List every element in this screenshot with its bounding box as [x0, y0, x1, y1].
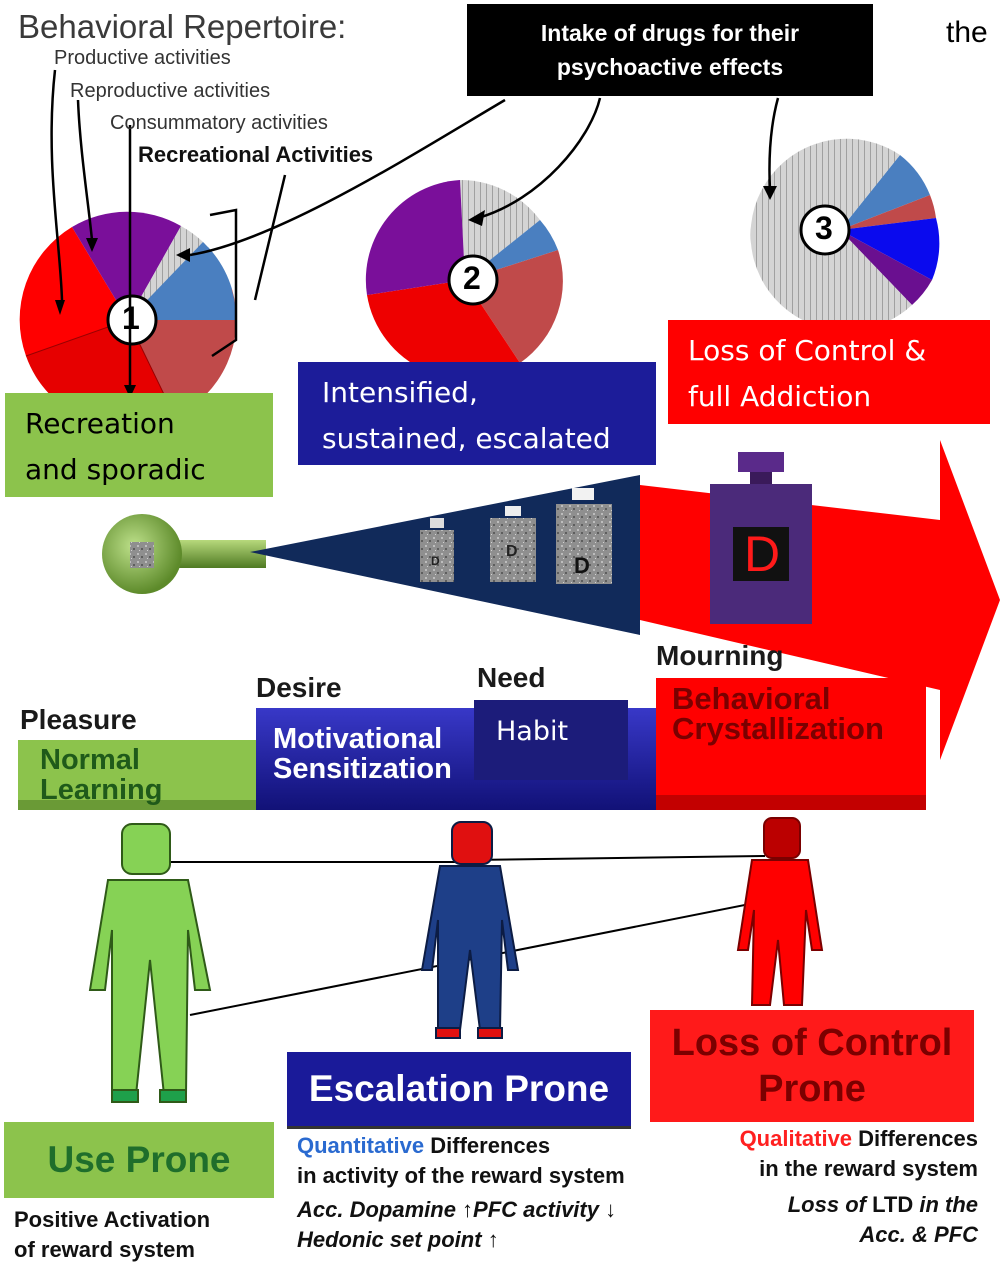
bottle-small-1-letter: D	[431, 554, 440, 568]
stage-mourning: Mourning	[656, 640, 784, 671]
normal-learning-line1: Normal	[40, 744, 140, 776]
normal-learning-line2: Learning	[40, 774, 163, 806]
drug-intake-line2: psychoactive effects	[556, 54, 784, 80]
label-productive: Productive activities	[54, 47, 231, 69]
loss-desc-rest: Differences	[852, 1126, 978, 1151]
motivational-sensitization-line1: Motivational	[273, 723, 443, 755]
arrow-up-icon: ↑	[487, 1227, 499, 1252]
quantitative-word: Quantitative	[297, 1133, 425, 1158]
normal-learning-label: Normal Learning	[40, 745, 162, 805]
loss-desc-loss-of: Loss of	[787, 1192, 873, 1217]
corner-text: the	[946, 16, 988, 49]
bottle-small-3-letter: D	[574, 553, 590, 578]
bottle-small-2	[490, 506, 536, 582]
stage-box-addiction: Loss of Control & full Addiction	[668, 320, 990, 424]
behavioral-crystallization-line2: Crystallization	[672, 711, 884, 746]
pie-chart-3	[750, 138, 940, 331]
stage-box-recreation-line2: and sporadic	[25, 453, 206, 486]
stage-box-recreation: Recreation and sporadic	[5, 393, 273, 497]
escalation-desc-line2: in activity of the reward system	[297, 1163, 625, 1188]
escalation-desc-pfc: PFC activity	[473, 1197, 606, 1222]
bottle-small-2-letter: D	[506, 543, 518, 560]
use-prone-desc-line2: of reward system	[14, 1237, 195, 1262]
loss-desc-ltd: LTD	[872, 1192, 914, 1217]
habit-box: Habit	[474, 700, 628, 780]
use-prone-description: Positive Activation of reward system	[14, 1205, 210, 1265]
escalation-prone-box: Escalation Prone	[287, 1052, 631, 1129]
behavioral-crystallization-line1: Behavioral	[672, 681, 831, 716]
drug-intake-line1: Intake of drugs for their	[540, 20, 800, 46]
arrow-down-icon: ↓	[605, 1197, 617, 1222]
label-recreational: Recreational Activities	[138, 142, 374, 167]
bottle-small-1	[420, 518, 454, 582]
arrow-up-icon: ↑	[462, 1197, 474, 1222]
pie-2-number: 2	[463, 260, 481, 296]
bottle-big	[710, 452, 812, 624]
stage-box-recreation-line1: Recreation	[25, 407, 175, 440]
pie-1-number: 1	[122, 300, 140, 336]
label-reproductive: Reproductive activities	[70, 80, 271, 102]
use-prone-box: Use Prone	[4, 1122, 274, 1198]
loss-desc-line2: in the reward system	[759, 1156, 978, 1181]
loss-desc-in-the: in the	[913, 1192, 978, 1217]
bottle-small-3	[556, 488, 612, 584]
loss-of-control-prone-line1: Loss of Control	[671, 1022, 953, 1064]
label-consummatory: Consummatory activities	[110, 112, 328, 134]
behavioral-crystallization-label: Behavioral Crystallization	[672, 681, 884, 746]
stage-box-intensified-line1: Intensified,	[322, 376, 478, 409]
escalation-desc-hedonic: Hedonic set point	[297, 1227, 488, 1252]
figure-use-prone	[88, 823, 212, 1103]
stage-pleasure: Pleasure	[20, 704, 137, 735]
escalation-prone-description: Quantitative Differences in activity of …	[297, 1131, 625, 1255]
callout-lines	[50, 69, 780, 385]
motivational-sensitization-label: Motivational Sensitization	[273, 724, 452, 784]
loss-of-control-prone-line2: Prone	[758, 1068, 866, 1110]
stage-box-addiction-line1: Loss of Control &	[688, 334, 927, 367]
use-prone-desc-line1: Positive Activation	[14, 1207, 211, 1232]
drug-intake-box: Intake of drugs for their psychoactive e…	[467, 4, 873, 96]
escalation-desc-dopamine: Acc. Dopamine	[297, 1197, 463, 1222]
progression-bars	[18, 678, 926, 810]
motivational-sensitization-line2: Sensitization	[273, 753, 452, 785]
callout-arrowheads	[55, 186, 777, 398]
bottle-big-letter: D	[744, 526, 781, 582]
figure-loss-of-control-prone	[736, 817, 824, 1006]
stage-need: Need	[477, 662, 546, 693]
escalation-desc-rest: Differences	[424, 1133, 551, 1158]
loss-of-control-description: Qualitative Differences in the reward sy…	[690, 1124, 978, 1250]
figure-escalation-prone	[420, 821, 520, 1039]
stage-box-addiction-line2: full Addiction	[688, 380, 872, 413]
pie-3-number: 3	[815, 210, 833, 246]
qualitative-word: Qualitative	[739, 1126, 853, 1151]
loss-of-control-prone-box: Loss of Control Prone	[650, 1010, 974, 1122]
stage-desire: Desire	[256, 672, 342, 703]
pie-chart-2	[365, 180, 563, 380]
stage-box-intensified: Intensified, sustained, escalated	[298, 362, 656, 465]
page-title: Behavioral Repertoire:	[18, 8, 347, 45]
loss-desc-line4: Acc. & PFC	[859, 1222, 978, 1247]
stage-box-intensified-line2: sustained, escalated	[322, 422, 611, 455]
